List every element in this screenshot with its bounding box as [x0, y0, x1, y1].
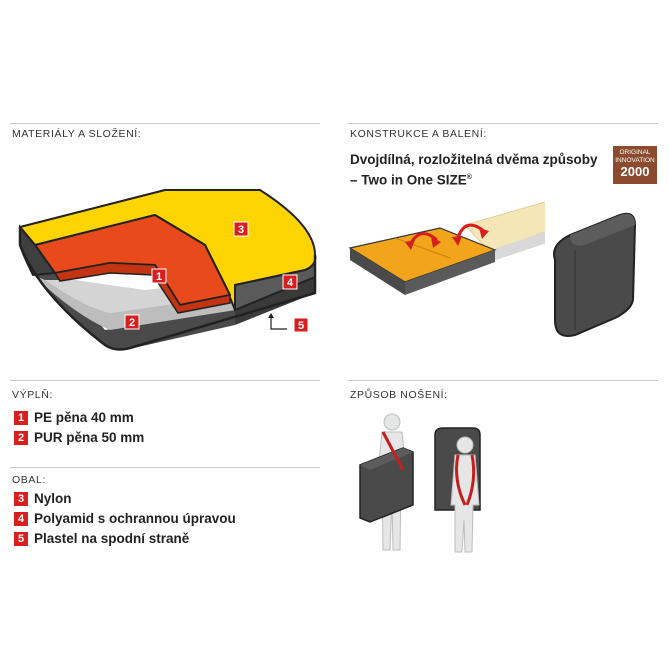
divider-top-right	[348, 123, 658, 124]
legend-text: PUR pěna 50 mm	[34, 430, 145, 445]
section-cover: OBAL:	[12, 474, 46, 486]
legend-item-pe-foam: 1 PE pěna 40 mm	[14, 410, 134, 425]
legend-badge: 4	[14, 511, 28, 526]
carrying-illustration	[359, 413, 481, 553]
section-filling: VÝPLŇ:	[12, 389, 53, 401]
construction-title-line2: – Two in One SIZE®	[350, 172, 472, 188]
divider-top-left	[10, 123, 320, 124]
bottom-arrow-icon	[270, 315, 287, 330]
legend-badge: 1	[14, 410, 28, 425]
diagram-badge-5: 5	[293, 317, 309, 333]
section-materials: MATERIÁLY A SLOŽENÍ:	[12, 128, 142, 140]
divider-cover	[10, 467, 320, 468]
folding-mattress-illustration	[348, 201, 545, 295]
legend-item-nylon: 3 Nylon	[14, 491, 72, 506]
folded-mattress-illustration	[553, 212, 637, 337]
diagram-badge-1: 1	[151, 268, 167, 284]
innovation-badge: ORIGINAL INNOVATION 2000	[613, 146, 657, 184]
svg-text:4: 4	[287, 277, 294, 289]
section-construction: KONSTRUKCE A BALENÍ:	[350, 128, 487, 140]
legend-item-plastel: 5 Plastel na spodní straně	[14, 531, 189, 546]
diagram-badge-4: 4	[282, 274, 298, 290]
legend-badge: 5	[14, 531, 28, 546]
construction-title-line1: Dvojdílná, rozložitelná dvěma způsoby	[350, 152, 598, 167]
diagram-badge-3: 3	[233, 221, 249, 237]
diagram-badge-2: 2	[124, 314, 140, 330]
legend-badge: 2	[14, 430, 28, 445]
svg-text:1: 1	[156, 271, 162, 283]
section-carry: ZPŮSOB NOŠENÍ:	[350, 389, 448, 401]
legend-badge: 3	[14, 491, 28, 506]
legend-text: Polyamid s ochrannou úpravou	[34, 511, 236, 526]
registered-mark: ®	[466, 174, 472, 181]
legend-item-polyamid: 4 Polyamid s ochrannou úpravou	[14, 511, 236, 526]
legend-text: Nylon	[34, 491, 72, 506]
divider-mid-left	[10, 380, 320, 381]
legend-text: PE pěna 40 mm	[34, 410, 134, 425]
legend-item-pur-foam: 2 PUR pěna 50 mm	[14, 430, 144, 445]
mattress-layers-diagram: 1 2 3 4 5	[18, 189, 317, 351]
construction-title: Dvojdílná, rozložitelná dvěma způsoby – …	[350, 151, 610, 190]
legend-text: Plastel na spodní straně	[34, 531, 190, 546]
svg-text:3: 3	[238, 224, 244, 236]
svg-text:2: 2	[129, 317, 135, 329]
divider-mid-right	[348, 380, 658, 381]
svg-text:5: 5	[298, 320, 304, 332]
